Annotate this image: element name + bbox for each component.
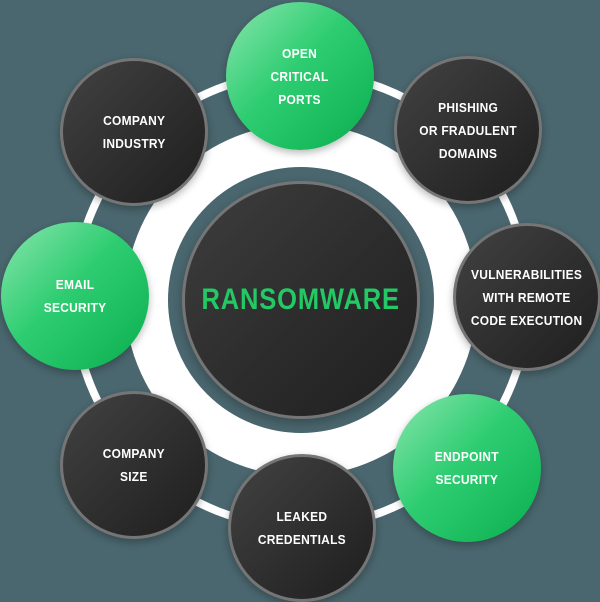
- node-label: LEAKED CREDENTIALS: [257, 509, 347, 547]
- node-email-security: EMAIL SECURITY: [1, 222, 149, 370]
- node-company-industry: COMPANY INDUSTRY: [60, 58, 208, 206]
- node-open-critical-ports: OPEN CRITICAL PORTS: [226, 2, 374, 150]
- node-label: VULNERABILITIES WITH REMOTE CODE EXECUTI…: [471, 266, 583, 328]
- node-label: EMAIL SECURITY: [43, 277, 107, 315]
- node-leaked-credentials: LEAKED CREDENTIALS: [228, 454, 376, 602]
- node-endpoint-security: ENDPOINT SECURITY: [393, 394, 541, 542]
- node-label: COMPANY INDUSTRY: [102, 113, 166, 151]
- center-node-ransomware: RANSOMWARE: [182, 181, 420, 419]
- node-phishing-or-fradulent-domains: PHISHING OR FRADULENT DOMAINS: [394, 56, 542, 204]
- node-label: OPEN CRITICAL PORTS: [270, 45, 330, 107]
- node-label: ENDPOINT SECURITY: [434, 449, 499, 487]
- center-label: RANSOMWARE: [201, 283, 401, 316]
- node-label: PHISHING OR FRADULENT DOMAINS: [419, 99, 517, 161]
- node-company-size: COMPANY SIZE: [60, 391, 208, 539]
- node-label: COMPANY SIZE: [102, 446, 166, 484]
- node-vulnerabilities-with-remote-code-execution: VULNERABILITIES WITH REMOTE CODE EXECUTI…: [453, 223, 600, 371]
